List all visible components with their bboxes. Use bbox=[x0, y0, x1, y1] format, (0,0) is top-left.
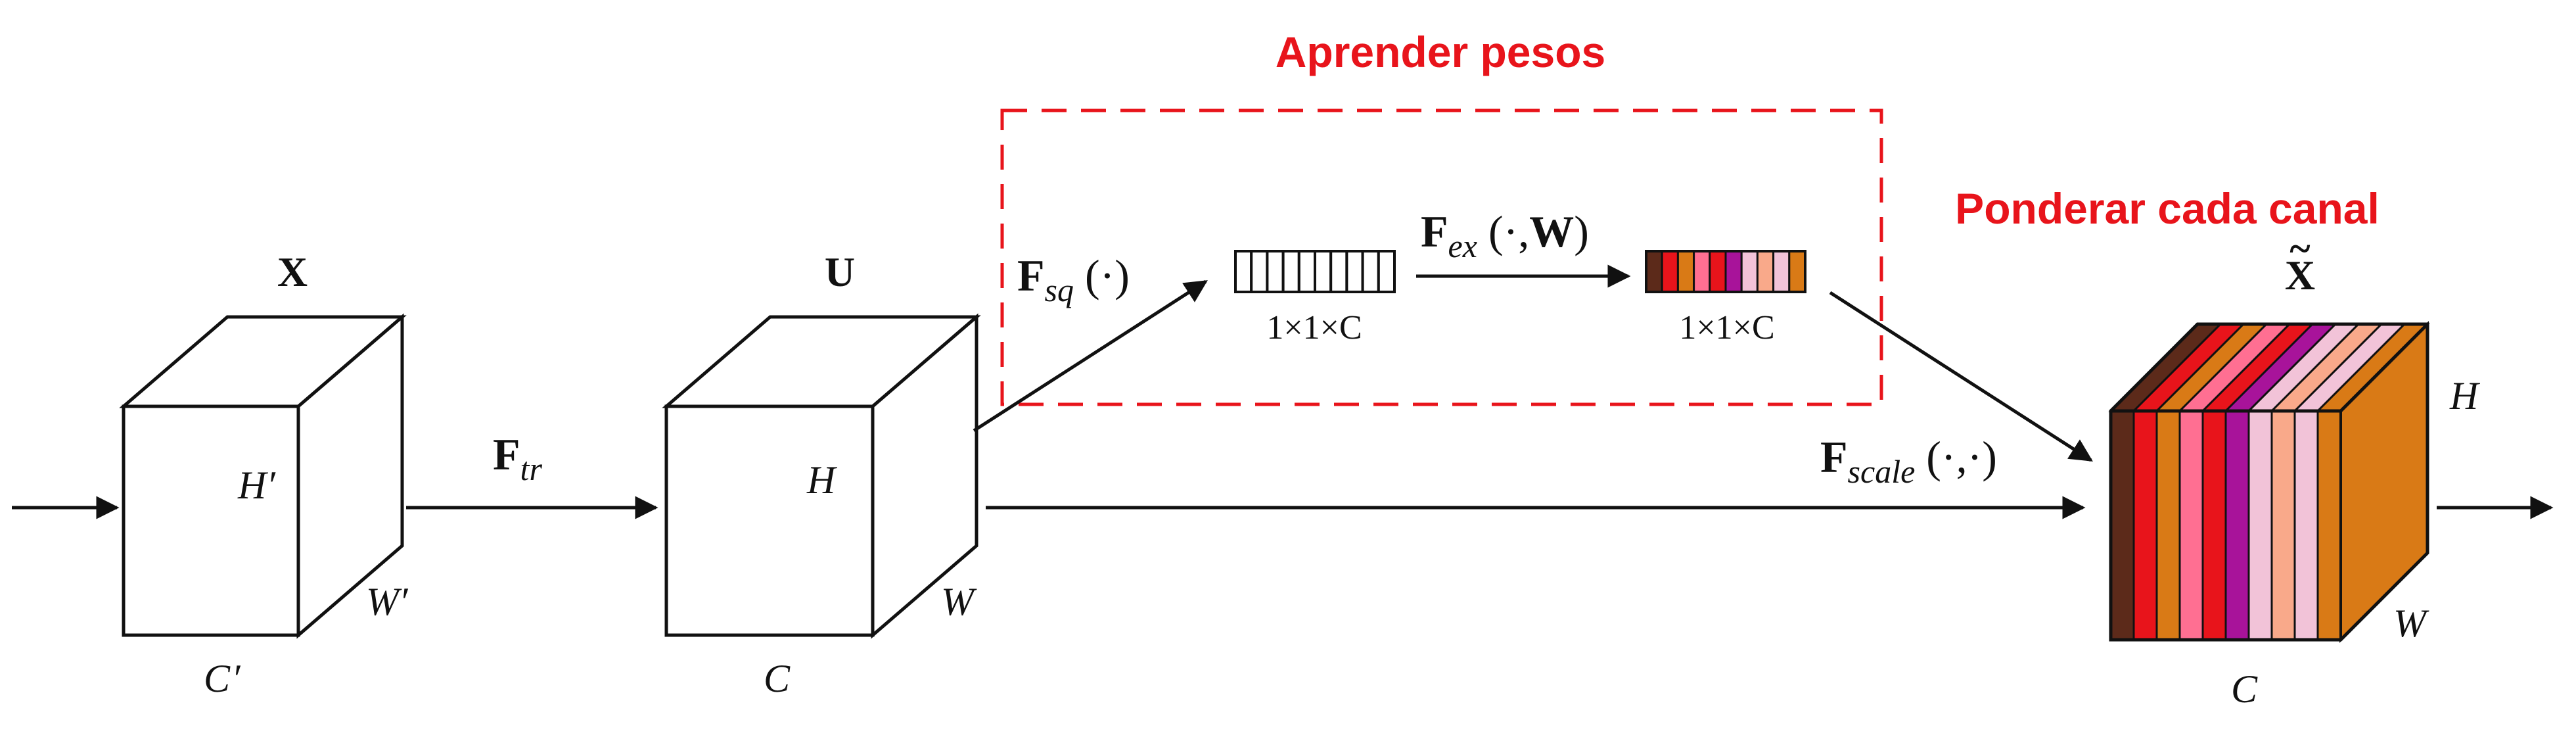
squeeze-label: Fsq (·) bbox=[1017, 251, 1130, 308]
squeezed-dim-label: 1×1×C bbox=[1266, 309, 1362, 347]
excited-cell bbox=[1772, 250, 1791, 293]
excited-cell bbox=[1788, 250, 1806, 293]
output-tensor-name: X ~ bbox=[2285, 227, 2315, 299]
squeezed-cell bbox=[1281, 250, 1300, 293]
weight-each-channel-label: Ponderar cada canal bbox=[1955, 184, 2380, 233]
output-width-label: W bbox=[2393, 602, 2429, 645]
output-front-slice bbox=[2201, 410, 2227, 641]
excited-cell bbox=[1756, 250, 1775, 293]
output-front-slice bbox=[2178, 410, 2204, 641]
squeezed-cell bbox=[1314, 250, 1333, 293]
output-tilde: ~ bbox=[2289, 227, 2310, 270]
excited-vector bbox=[1645, 250, 1806, 293]
feature-height-label: H bbox=[806, 458, 838, 502]
output-front-slice bbox=[2109, 410, 2135, 641]
learn-weights-region bbox=[1000, 108, 1883, 406]
squeezed-cell bbox=[1329, 250, 1348, 293]
output-front-slice bbox=[2132, 410, 2158, 641]
input-width-label: W′ bbox=[366, 580, 410, 623]
feature-tensor-name: U bbox=[825, 249, 855, 295]
learn-weights-label: Aprender pesos bbox=[1276, 28, 1605, 76]
feature-cube bbox=[662, 313, 981, 639]
output-channels-label: C bbox=[2231, 667, 2258, 711]
squeezed-cell bbox=[1345, 250, 1364, 293]
excitation-label: Fex (·,W) bbox=[1421, 206, 1589, 264]
squeezed-cell bbox=[1377, 250, 1396, 293]
svg-text:X: X bbox=[2285, 252, 2315, 299]
excited-vector-border bbox=[1645, 250, 1806, 293]
squeezed-cell bbox=[1361, 250, 1380, 293]
excited-cell bbox=[1709, 250, 1727, 293]
output-front-slice bbox=[2270, 410, 2296, 641]
excited-cell bbox=[1676, 250, 1695, 293]
reweight-arrow bbox=[1829, 291, 2093, 462]
excited-cell bbox=[1661, 250, 1679, 293]
squeezed-cell bbox=[1234, 250, 1253, 293]
excited-cell bbox=[1693, 250, 1711, 293]
scale-label: Fscale (·,·) bbox=[1820, 432, 1997, 490]
input-tensor-name: X bbox=[277, 249, 308, 295]
input-channels-label: C′ bbox=[204, 657, 242, 700]
output-front-slice bbox=[2247, 410, 2273, 641]
output-height-label: H bbox=[2449, 374, 2481, 418]
squeeze-arrow bbox=[973, 279, 1208, 433]
output-front-slice bbox=[2293, 410, 2319, 641]
excited-cell bbox=[1645, 250, 1663, 293]
output-front-slice bbox=[2316, 410, 2342, 641]
output-front-slice bbox=[2224, 410, 2250, 641]
squeezed-vector bbox=[1234, 250, 1396, 293]
input-cube bbox=[119, 313, 407, 639]
output-cube-outline bbox=[2109, 322, 2429, 642]
output-front-slice bbox=[2155, 410, 2181, 641]
feature-channels-label: C bbox=[764, 657, 791, 700]
feature-width-label: W bbox=[941, 580, 977, 623]
transform-label: Ftr bbox=[493, 429, 542, 487]
input-height-label: H′ bbox=[237, 464, 277, 507]
excited-dim-label: 1×1×C bbox=[1679, 309, 1774, 347]
squeezed-cell bbox=[1266, 250, 1285, 293]
squeezed-cell bbox=[1297, 250, 1317, 293]
output-cube bbox=[2108, 321, 2430, 643]
output-cube-edge bbox=[2111, 323, 2429, 413]
excited-cell bbox=[1740, 250, 1759, 293]
squeezed-cell bbox=[1250, 250, 1269, 293]
excited-cell bbox=[1724, 250, 1743, 293]
